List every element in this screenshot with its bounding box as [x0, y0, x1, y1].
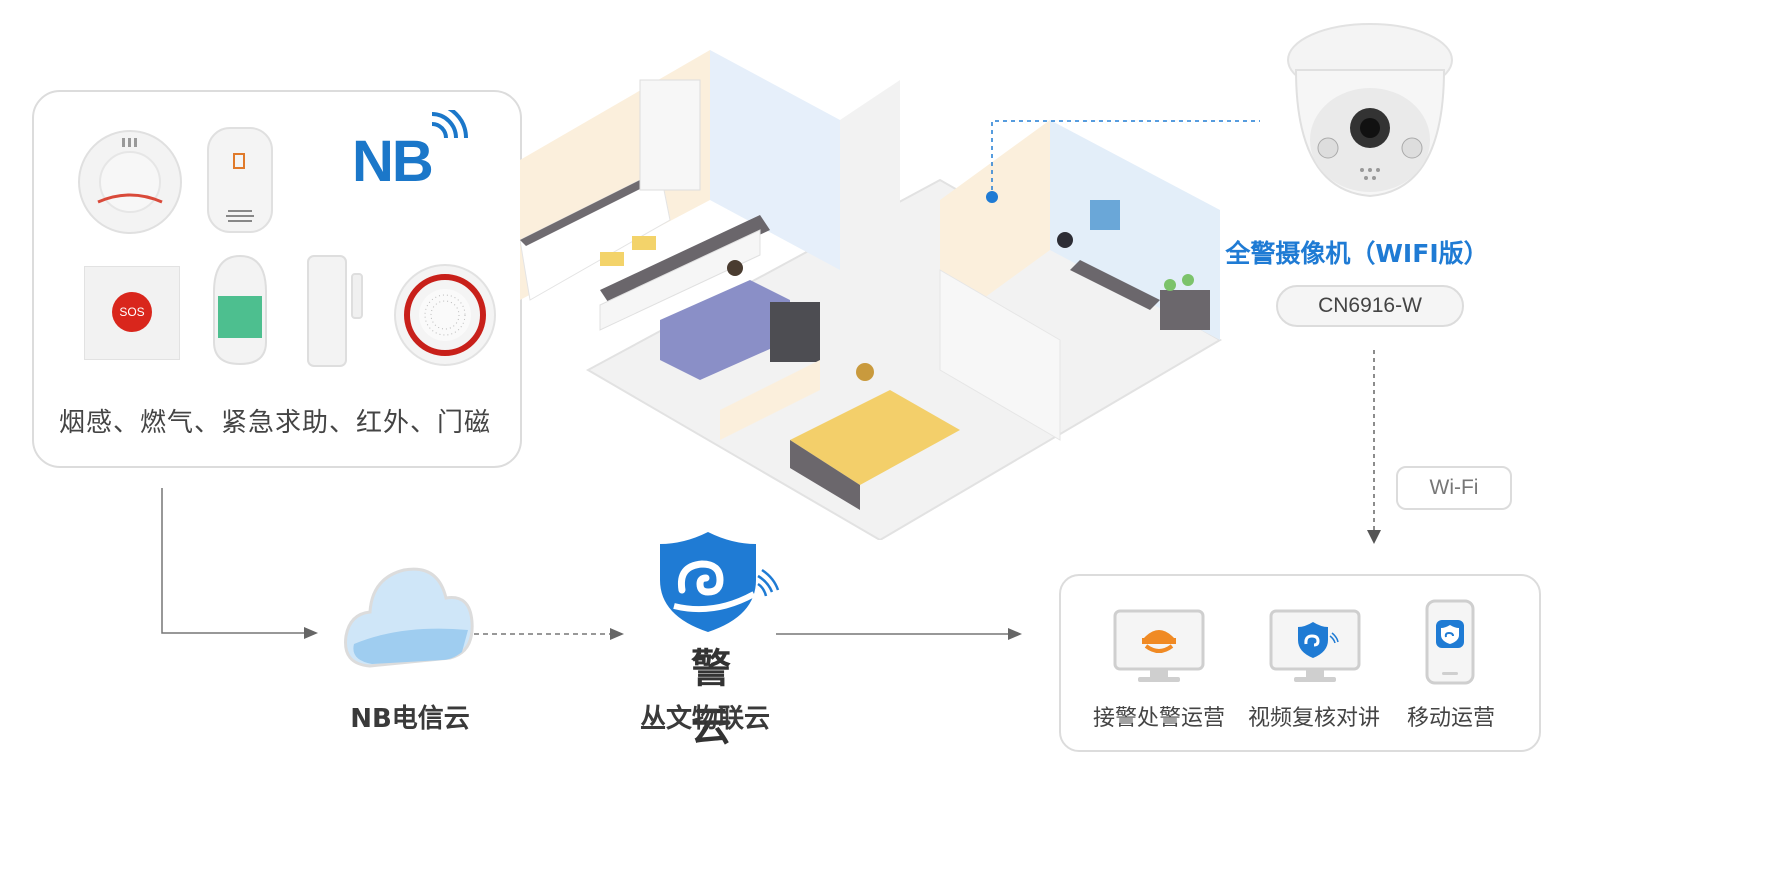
- camera-model-badge: CN6916-W: [1276, 285, 1464, 327]
- sensor-to-nb-arrow: [161, 488, 318, 639]
- sensor-caption: 烟感、燃气、紧急求助、红外、门磁: [58, 408, 491, 438]
- nb-logo-text: NB: [352, 129, 434, 194]
- camera-connector-line: [986, 120, 1260, 203]
- terminal-label-dispatch: 接警处警运营: [1092, 706, 1225, 731]
- jingyun-shield-logo: [660, 532, 780, 632]
- gas-detector-icon: [207, 127, 273, 233]
- door-magnet-icon: [307, 255, 363, 367]
- wifi-label-text: Wi-Fi: [1429, 476, 1479, 499]
- siren-alarm-icon: [394, 264, 496, 366]
- nb-to-platform-arrow: [474, 628, 624, 640]
- wifi-label-badge: Wi-Fi: [1396, 466, 1512, 510]
- wifi-arrow: [1367, 350, 1381, 544]
- terminal-label-mobile: 移动运营: [1406, 706, 1495, 731]
- platform-to-terminals-arrow: [776, 628, 1022, 640]
- police-cap-monitor-icon: [1113, 609, 1205, 682]
- nb-signal-icon: [431, 110, 468, 139]
- infrared-sensor-icon: [213, 254, 267, 366]
- camera-title: 全警摄像机（WIFI版）: [1225, 239, 1489, 268]
- sos-badge: SOS: [112, 292, 152, 332]
- shield-monitor-icon: [1269, 609, 1361, 682]
- jingyun-brand-text: 警 云: [691, 646, 753, 750]
- mobile-app-icon: [1425, 599, 1475, 685]
- sos-button-device: SOS: [84, 266, 180, 360]
- platform-label: 丛文物联云: [639, 704, 770, 734]
- nb-cloud-label: NB电信云: [350, 704, 470, 734]
- camera-model-text: CN6916-W: [1318, 294, 1422, 317]
- dome-camera-icon: [1287, 23, 1453, 198]
- smoke-detector-icon: [78, 130, 182, 234]
- terminal-label-video: 视频复核对讲: [1247, 706, 1380, 731]
- nb-logo: NB: [352, 128, 434, 195]
- smart-home-illustration: [520, 50, 1222, 540]
- nb-cloud-icon: [344, 567, 474, 668]
